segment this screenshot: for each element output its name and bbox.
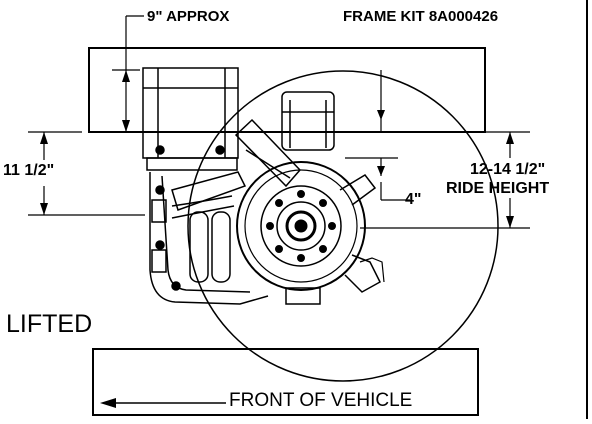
axle-dimension <box>345 157 410 201</box>
ride-height-value-label: 12-14 1/2" <box>470 161 546 178</box>
frame-rail <box>88 47 486 133</box>
left-dimension-label: 11 1/2" <box>3 162 55 179</box>
ride-height-dimension <box>360 131 530 229</box>
axle-dimension-label: 4" <box>405 191 422 208</box>
approx-dimension-label: 9" APPROX <box>147 8 230 25</box>
left-dimension <box>28 131 145 216</box>
wheel-travel-circle <box>187 70 499 382</box>
front-of-vehicle-label: FRONT OF VEHICLE <box>229 390 413 411</box>
frame-kit-label: FRAME KIT 8A000426 <box>343 8 499 25</box>
air-spring <box>281 91 335 151</box>
wheel-hub <box>236 161 385 305</box>
front-arrow-head <box>100 398 116 408</box>
lifted-label: LIFTED <box>6 310 93 338</box>
hanger-bracket <box>142 67 239 171</box>
approx-dimension <box>112 15 385 133</box>
ride-height-label: RIDE HEIGHT <box>446 180 550 197</box>
vehicle-front-box <box>92 348 479 416</box>
